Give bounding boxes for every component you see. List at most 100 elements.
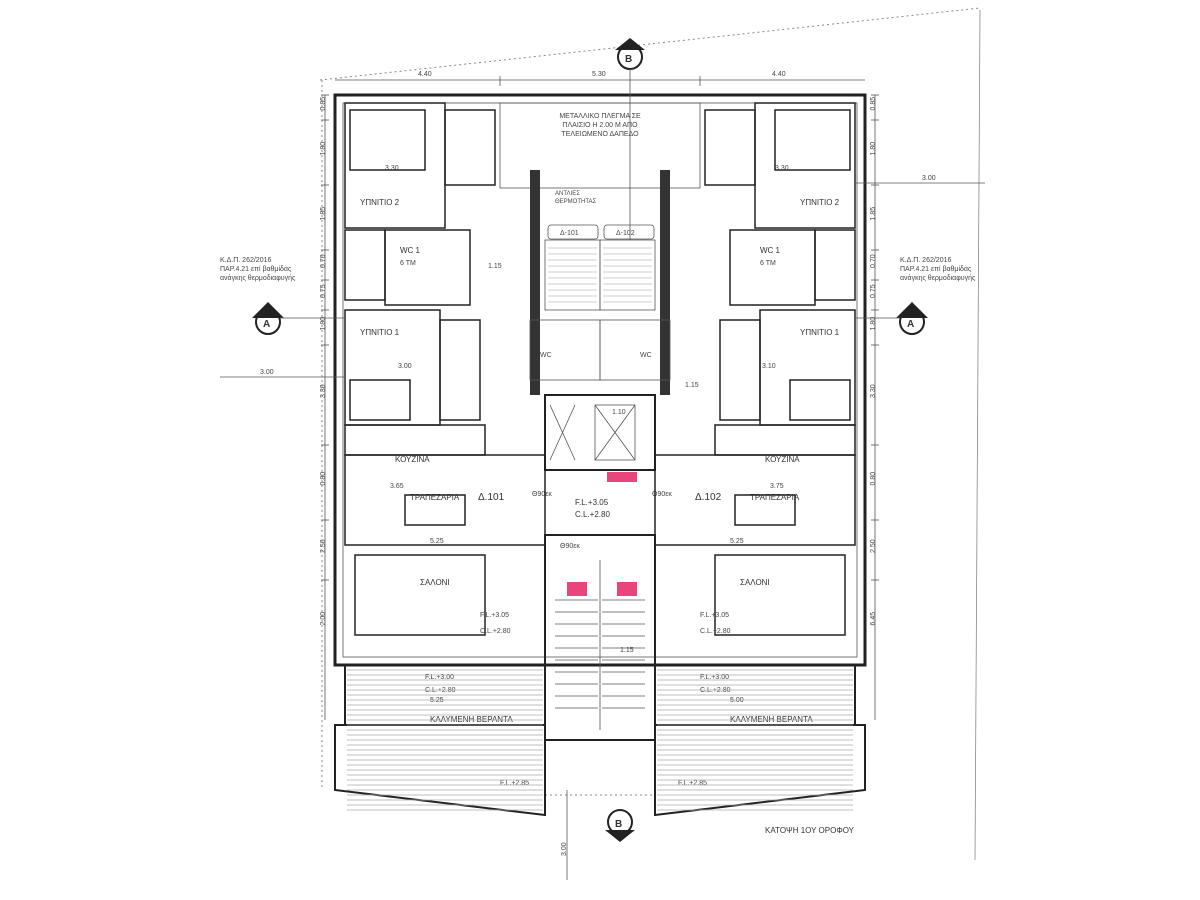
lift-dim: 1.10 xyxy=(612,409,626,416)
level-fl: F.L.+3.05 xyxy=(480,612,509,619)
svg-text:ανάγκης θερμοδιαφυγής: ανάγκης θερμοδιαφυγής xyxy=(900,274,976,282)
dim-label: 3.30 xyxy=(775,165,789,172)
room-label-kitchen: ΚΟΥΖΙΝΑ xyxy=(395,455,430,464)
dim-label: 5.00 xyxy=(730,697,744,704)
door-label: Θ90εκ xyxy=(652,491,672,498)
room-label-kitchen: ΚΟΥΖΙΝΑ xyxy=(765,455,800,464)
level-cl: C.L.+2.80 xyxy=(700,687,731,694)
dim-label: 3.75 xyxy=(770,483,784,490)
dim-label: 3.00 xyxy=(561,842,568,856)
meter-label: Δ-101 xyxy=(560,230,579,237)
meter-label: Δ-102 xyxy=(616,230,635,237)
regulation-note-left: Κ.Δ.Π. 262/2016 ΠΑΡ.4.21 επί βαθμίδας αν… xyxy=(220,257,296,282)
level-cl: C.L.+2.80 xyxy=(425,687,456,694)
dim-label: 1.80 xyxy=(320,317,327,331)
dim-label: 3.30 xyxy=(385,165,399,172)
room-label-dining: ΤΡΑΠΕΖΑΡΙΑ xyxy=(750,493,800,502)
dim-label: 3.30 xyxy=(870,384,877,398)
dim-label: 6.45 xyxy=(870,612,877,626)
dim-label: 0.70 xyxy=(870,254,877,268)
dim-label: 3.10 xyxy=(762,363,776,370)
apartment-2: ΥΠΝΙΤΙΟ 2 ΥΠΝΙΤΙΟ 1 WC 1 6 ΤΜ ΚΟΥΖΙΝΑ ΤΡΑΠΕΖΑ… xyxy=(654,102,856,787)
room-area: 6 ΤΜ xyxy=(760,260,776,267)
level-fl: F.L.+2.85 xyxy=(500,780,529,787)
room-label-veranda: ΚΑΛΥΜΕΝΗ ΒΕΡΑΝΤΑ xyxy=(430,715,513,724)
section-marker-b-top: B xyxy=(615,38,645,240)
svg-text:A: A xyxy=(263,319,270,330)
level-fl: F.L.+3.00 xyxy=(700,674,729,681)
drawing-title: ΚΑΤΟΨΗ 1ΟΥ ΟΡΟΦΟΥ xyxy=(765,826,855,835)
svg-text:B: B xyxy=(625,54,632,65)
dim-label: 1.85 xyxy=(870,207,877,221)
level-fl: F.L.+2.85 xyxy=(678,780,707,787)
regulation-note-right: Κ.Δ.Π. 262/2016 ΠΑΡ.4.21 επί βαθμίδας αν… xyxy=(900,257,976,282)
level-fl: F.L.+3.05 xyxy=(700,612,729,619)
dim-label: 5.25 xyxy=(430,697,444,704)
svg-text:Κ.Δ.Π. 262/2016: Κ.Δ.Π. 262/2016 xyxy=(220,257,271,264)
dim-label: 3.00 xyxy=(260,369,274,376)
fire-extinguisher-marker xyxy=(607,472,637,482)
room-label-living: ΣΑΛΟΝΙ xyxy=(740,578,770,587)
room-label-living: ΣΑΛΟΝΙ xyxy=(420,578,450,587)
dim-label: 2.50 xyxy=(870,539,877,553)
dim-label: 3.00 xyxy=(398,363,412,370)
dim-label: 0.70 xyxy=(320,254,327,268)
section-marker-a-right: A xyxy=(855,302,928,335)
door-label: Θ90εκ xyxy=(532,491,552,498)
shaft-note: ΜΕΤΑΛΛΙΚΟ ΠΛΕΓΜΑ ΣΕ ΠΛΑΙΣΙΟ Η 2.00 Μ ΑΠΟ… xyxy=(559,113,641,138)
svg-text:B: B xyxy=(615,819,622,830)
balconies xyxy=(334,664,866,817)
room-label-bedroom-1: ΥΠΝΙΤΙΟ 1 xyxy=(360,328,400,337)
dim-label: 0.85 xyxy=(870,97,877,111)
room-label-wc: WC 1 xyxy=(760,246,781,255)
room-label-dining: ΤΡΑΠΕΖΑΡΙΑ xyxy=(410,493,460,502)
level-cl: C.L.+2.80 xyxy=(575,510,610,519)
heat-pump-note: ΑΝΤΛΙΕΣ ΘΕΡΜΟΤΗΤΑΣ xyxy=(555,191,597,205)
room-label-wc: WC 1 xyxy=(400,246,421,255)
dim-label: 1.15 xyxy=(685,382,699,389)
top-dimension-line: 4.40 5.30 4.40 xyxy=(335,71,865,86)
room-label-veranda: ΚΑΛΥΜΕΝΗ ΒΕΡΑΝΤΑ xyxy=(730,715,813,724)
level-fl: F.L.+3.00 xyxy=(425,674,454,681)
svg-text:ανάγκης θερμοδιαφυγής: ανάγκης θερμοδιαφυγής xyxy=(220,274,296,282)
dim-label: 1.15 xyxy=(488,263,502,270)
dim-label: 0.80 xyxy=(320,472,327,486)
dim-label: 4.40 xyxy=(772,71,786,78)
level-fl: F.L.+3.05 xyxy=(575,498,609,507)
dim-label: 4.40 xyxy=(418,71,432,78)
dim-label: 3.65 xyxy=(390,483,404,490)
dim-label: 3.00 xyxy=(922,175,936,182)
dim-label: 0.75 xyxy=(320,284,327,298)
room-label-bedroom-1: ΥΠΝΙΤΙΟ 1 xyxy=(800,328,840,337)
core: Δ-101 Δ-102 WC WC ΜΕΤΑΛΛΙΚΟ ΠΛΕΓΜΑ ΣΕ ΠΛ… xyxy=(488,102,701,880)
svg-text:ΠΑΡ.4.21 επί βαθμίδας: ΠΑΡ.4.21 επί βαθμίδας xyxy=(220,265,292,273)
level-cl: C.L.+2.80 xyxy=(480,628,511,635)
dim-label: 1.80 xyxy=(320,142,327,156)
dim-label: 3.30 xyxy=(320,384,327,398)
section-marker-b-bottom: B xyxy=(605,809,635,842)
room-label: WC xyxy=(540,352,552,359)
level-cl: C.L.+2.80 xyxy=(700,628,731,635)
dim-label: 1.15 xyxy=(620,647,634,654)
room-area: 6 ΤΜ xyxy=(400,260,416,267)
room-label-bedroom-2: ΥΠΝΙΤΙΟ 2 xyxy=(800,198,840,207)
room-label: WC xyxy=(640,352,652,359)
property-boundary xyxy=(974,9,981,861)
property-boundary xyxy=(319,7,981,81)
svg-text:A: A xyxy=(907,319,914,330)
dim-label: 0.75 xyxy=(870,284,877,298)
dim-label: 1.80 xyxy=(870,142,877,156)
stairwell xyxy=(544,534,656,741)
dim-label: 1.80 xyxy=(870,317,877,331)
door-label: Θ90εκ xyxy=(560,543,580,550)
svg-text:ΠΑΡ.4.21 επί βαθμίδας: ΠΑΡ.4.21 επί βαθμίδας xyxy=(900,265,972,273)
dim-label: 0.85 xyxy=(320,97,327,111)
dim-label: 2.50 xyxy=(320,539,327,553)
dim-label: 5.25 xyxy=(430,538,444,545)
unit-id: Δ.101 xyxy=(478,492,505,503)
dim-label: 5.25 xyxy=(730,538,744,545)
dim-label: 0.80 xyxy=(870,472,877,486)
dim-label: 2.00 xyxy=(320,612,327,626)
